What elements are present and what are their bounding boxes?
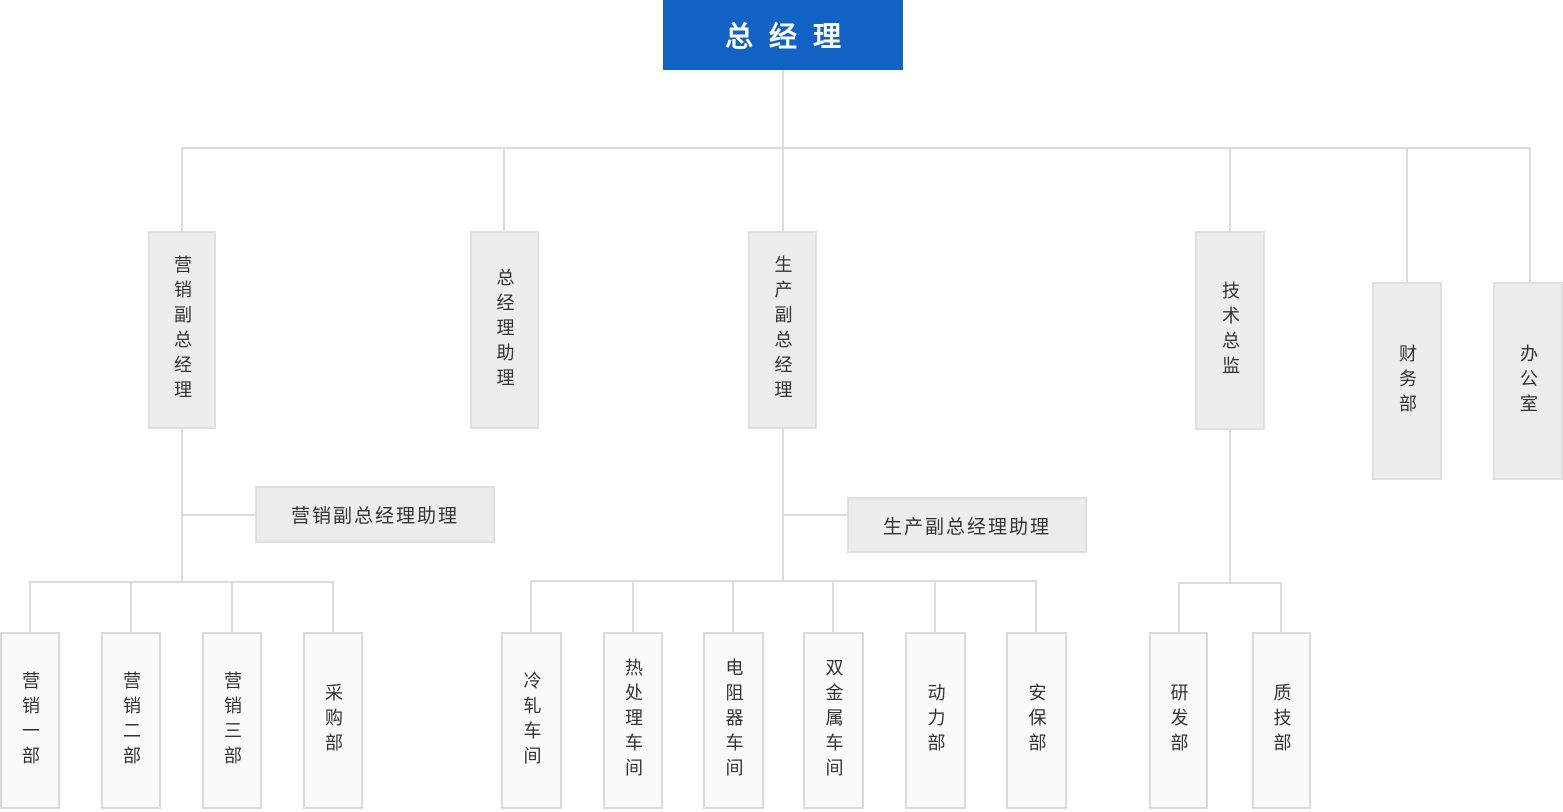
node-tech-director: 技术总监 bbox=[1195, 231, 1265, 430]
connector-production-assistant-stub bbox=[784, 514, 847, 516]
node-marketing-dept-1: 营销一部 bbox=[0, 632, 60, 809]
node-resistor-workshop: 电阻器车间 bbox=[703, 632, 764, 809]
connector-marketing-rail bbox=[29, 581, 333, 583]
node-label: 动力部 bbox=[925, 683, 946, 758]
connector-tech-rail bbox=[1178, 582, 1282, 584]
node-label: 研发部 bbox=[1168, 683, 1189, 758]
node-label: 冷轧车间 bbox=[521, 670, 542, 771]
connector-drop-office bbox=[1529, 148, 1531, 282]
node-label: 营销三部 bbox=[222, 670, 242, 771]
node-office: 办公室 bbox=[1493, 282, 1563, 480]
node-marketing-vice-gm: 营销副总经理 bbox=[148, 231, 216, 429]
node-marketing-dept-2: 营销二部 bbox=[101, 632, 161, 809]
connector-drop-marketing-3 bbox=[231, 581, 233, 632]
node-label: 质技部 bbox=[1271, 683, 1292, 758]
node-production-vgm-assistant: 生产副总经理助理 bbox=[847, 497, 1087, 553]
node-cold-rolling-workshop: 冷轧车间 bbox=[501, 632, 562, 809]
connector-drop-production-vgm bbox=[782, 148, 784, 231]
node-label: 营销副总经理助理 bbox=[290, 506, 459, 527]
node-rnd-dept: 研发部 bbox=[1149, 632, 1208, 809]
node-label: 生产副总经理 bbox=[772, 255, 793, 405]
node-general-manager: 总经理 bbox=[663, 0, 903, 70]
node-security-dept: 安保部 bbox=[1006, 632, 1067, 809]
node-finance-dept: 财务部 bbox=[1372, 282, 1442, 480]
connector-drop-marketing-2 bbox=[130, 581, 132, 632]
node-marketing-dept-3: 营销三部 bbox=[202, 632, 262, 809]
node-label: 采购部 bbox=[323, 683, 343, 758]
connector-drop-quality-tech bbox=[1280, 582, 1282, 632]
connector-drop-bimetal bbox=[832, 580, 834, 632]
connector-level2-rail bbox=[181, 147, 1531, 149]
node-bimetal-workshop: 双金属车间 bbox=[803, 632, 864, 809]
node-purchasing-dept: 采购部 bbox=[303, 632, 363, 809]
node-label: 营销副总经理 bbox=[172, 255, 192, 405]
connector-marketing-trunk bbox=[181, 429, 183, 582]
connector-production-trunk bbox=[782, 429, 784, 581]
connector-drop-security bbox=[1035, 580, 1037, 632]
connector-drop-resistor bbox=[732, 580, 734, 632]
node-power-dept: 动力部 bbox=[905, 632, 966, 809]
connector-drop-marketing-vgm bbox=[181, 148, 183, 231]
node-label: 营销一部 bbox=[20, 670, 40, 771]
connector-tech-trunk bbox=[1229, 430, 1231, 583]
connector-production-rail bbox=[530, 580, 1036, 582]
node-quality-tech-dept: 质技部 bbox=[1252, 632, 1311, 809]
connector-marketing-assistant-stub bbox=[183, 514, 255, 516]
node-label: 安保部 bbox=[1026, 683, 1047, 758]
node-label: 技术总监 bbox=[1220, 280, 1240, 381]
node-label: 总经理 bbox=[724, 21, 857, 52]
connector-drop-marketing-1 bbox=[29, 581, 31, 632]
node-label: 热处理车间 bbox=[623, 658, 643, 783]
connector-drop-rnd bbox=[1178, 582, 1180, 632]
node-label: 营销二部 bbox=[121, 670, 141, 771]
connector-root-trunk bbox=[782, 70, 784, 148]
node-label: 总经理助理 bbox=[494, 267, 515, 393]
connector-drop-tech-director bbox=[1229, 148, 1231, 231]
connector-drop-gm-assistant bbox=[503, 148, 505, 231]
node-production-vice-gm: 生产副总经理 bbox=[748, 231, 817, 429]
node-label: 生产副总经理助理 bbox=[882, 516, 1051, 538]
connector-drop-heat-treatment bbox=[632, 580, 634, 632]
connector-drop-power bbox=[934, 580, 936, 632]
node-label: 办公室 bbox=[1518, 343, 1538, 419]
connector-drop-cold-rolling bbox=[530, 580, 532, 632]
connector-drop-purchasing bbox=[332, 581, 334, 632]
node-label: 双金属车间 bbox=[823, 658, 844, 783]
node-gm-assistant: 总经理助理 bbox=[470, 231, 539, 429]
node-heat-treatment-workshop: 热处理车间 bbox=[603, 632, 663, 809]
node-label: 电阻器车间 bbox=[723, 658, 744, 783]
node-marketing-vgm-assistant: 营销副总经理助理 bbox=[255, 486, 495, 543]
connector-drop-finance bbox=[1406, 148, 1408, 282]
node-label: 财务部 bbox=[1397, 343, 1417, 419]
